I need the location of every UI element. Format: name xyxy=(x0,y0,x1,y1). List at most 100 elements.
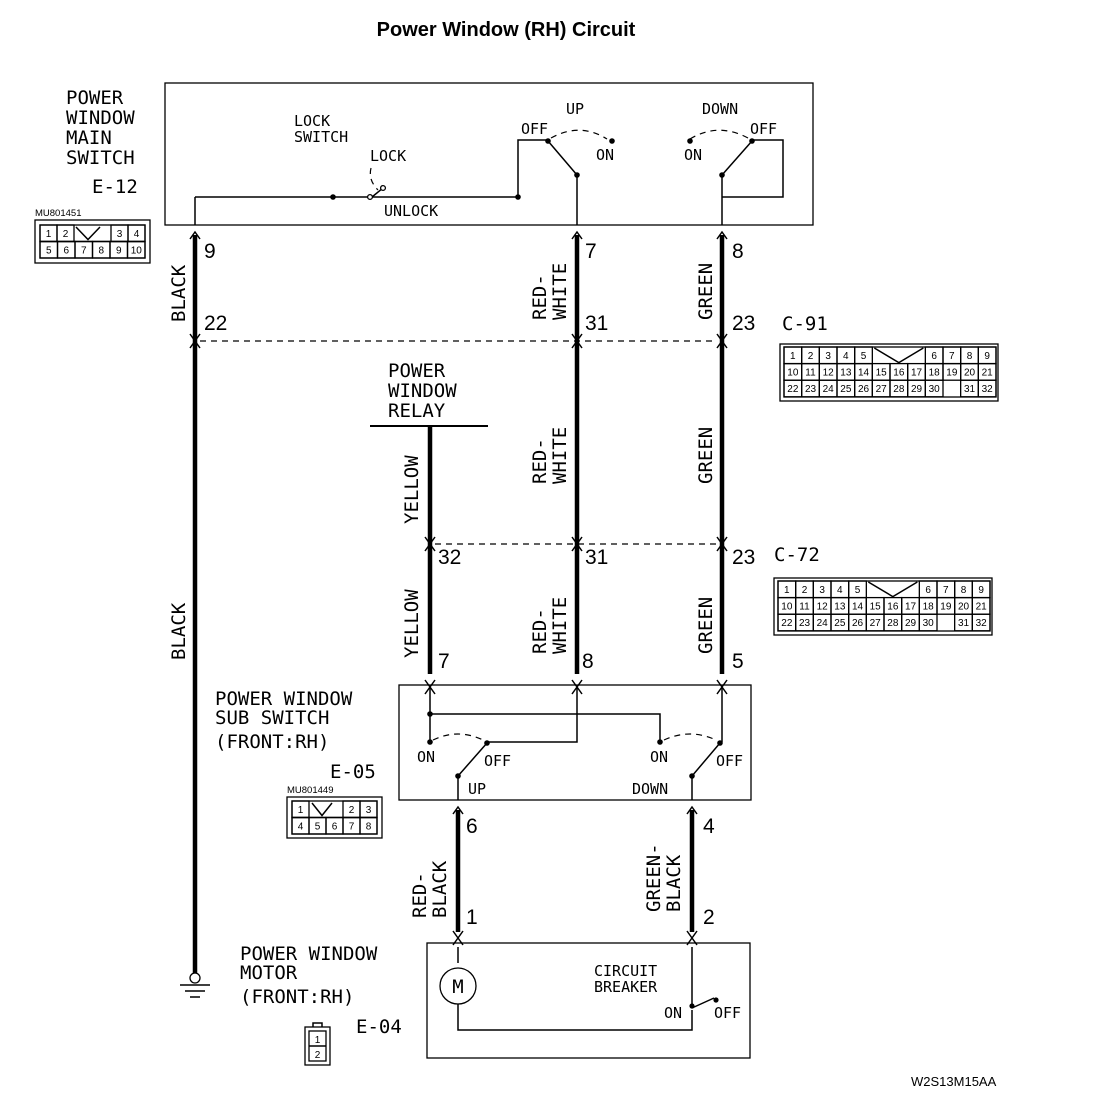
motor-name-line-2: MOTOR xyxy=(240,962,298,984)
main-down-on-label: ON xyxy=(684,146,702,164)
c72-cells-14: 14 xyxy=(852,601,864,612)
c72-cells-29: 29 xyxy=(905,618,917,629)
e12-cell-10: 10 xyxy=(131,245,143,256)
wire-label-red-white-3a: RED- xyxy=(529,608,551,654)
main-switch-name-line-4: SWITCH xyxy=(66,147,135,169)
e12-cell-6: 6 xyxy=(63,245,69,256)
wire-label-red-white-3b: WHITE xyxy=(549,597,571,654)
main-up-label: UP xyxy=(566,100,584,118)
c72-cells-28: 28 xyxy=(887,618,899,629)
c72-cells-9: 9 xyxy=(978,585,984,596)
c91-cells-2: 2 xyxy=(808,351,814,362)
c91-cells-8: 8 xyxy=(967,351,973,362)
c91-cells-9: 9 xyxy=(984,351,990,362)
main-up-off-label: OFF xyxy=(521,120,548,138)
c72-cells-32: 32 xyxy=(976,618,988,629)
c91-cells-25: 25 xyxy=(840,384,852,395)
e05-cell-6: 6 xyxy=(332,821,338,832)
wire-label-red-white-2a: RED- xyxy=(529,438,551,484)
c91-cells-1: 1 xyxy=(790,351,796,362)
motor-name-line-1: POWER WINDOW xyxy=(240,943,378,965)
sub-down-label: DOWN xyxy=(632,780,668,798)
unlock-label: UNLOCK xyxy=(384,202,438,220)
c72-id: C-72 xyxy=(774,544,820,566)
c72-cells-32-frame xyxy=(971,613,991,632)
c91-cells-26: 26 xyxy=(858,384,870,395)
c72-cells-19: 19 xyxy=(940,601,952,612)
power-window-motor: POWER WINDOW MOTOR (FRONT:RH) E-04 M CIR… xyxy=(240,942,751,1066)
c91-cells-11: 11 xyxy=(805,367,816,378)
e12-cell-2: 2 xyxy=(63,229,69,240)
c72-cells-11: 11 xyxy=(799,601,810,612)
c91-cells-15: 15 xyxy=(876,367,888,378)
pin-c91-red-white: 31 xyxy=(585,312,608,335)
sub-on-right-label: ON xyxy=(650,748,668,766)
c91-cells-32-frame xyxy=(977,379,997,398)
main-down-off-label: OFF xyxy=(750,120,777,138)
e05-cell-8: 8 xyxy=(366,821,372,832)
breaker-label-line-2: BREAKER xyxy=(594,978,658,996)
e12-cell-7: 7 xyxy=(81,245,87,256)
c91-cells-30: 30 xyxy=(929,384,941,395)
c91-cells-4: 4 xyxy=(843,351,849,362)
wire-label-green-2: GREEN xyxy=(695,427,717,484)
pin-c72-yellow: 32 xyxy=(438,546,461,569)
wire-label-green-black-b: BLACK xyxy=(663,854,685,912)
c72-cells-20: 20 xyxy=(958,601,970,612)
c91-cells-21: 21 xyxy=(982,367,994,378)
motor-connector-id: E-04 xyxy=(356,1016,402,1038)
c72-cells-5: 5 xyxy=(855,585,861,596)
c72-cells-26: 26 xyxy=(852,618,864,629)
wire-label-red-white-1b: WHITE xyxy=(549,263,571,320)
breaker-on-label: ON xyxy=(664,1004,682,1022)
sub-switch-name-line-3: (FRONT:RH) xyxy=(215,731,329,753)
c91-cells-23: 23 xyxy=(805,384,817,395)
e05-cell-1: 1 xyxy=(298,805,304,816)
c91-cells-31: 31 xyxy=(964,384,976,395)
c72-cells-3: 3 xyxy=(819,585,825,596)
wire-label-red-white-1a: RED- xyxy=(529,274,551,320)
e12-cell-10-frame xyxy=(126,240,146,259)
pin-e04-2: 2 xyxy=(703,906,715,929)
breaker-label-line-1: CIRCUIT xyxy=(594,962,657,980)
main-switch-box xyxy=(164,82,814,226)
wire-label-green-black-a: GREEN- xyxy=(643,843,665,912)
e05-cell-2: 2 xyxy=(349,805,355,816)
lock-switch-label-line-2: SWITCH xyxy=(294,128,348,146)
c72-cells-27: 27 xyxy=(870,618,882,629)
wire-label-black-bottom: BLACK xyxy=(168,602,190,660)
pin-e05-red-white: 8 xyxy=(582,650,594,673)
wire-label-red-white-2b: WHITE xyxy=(549,427,571,484)
relay-name-line-2: WINDOW xyxy=(388,380,457,402)
c72-cells-30: 30 xyxy=(923,618,935,629)
sub-switch-name-line-1: POWER WINDOW xyxy=(215,688,353,710)
motor-symbol: M xyxy=(452,976,463,998)
c72-cells-24: 24 xyxy=(817,618,829,629)
e05-cell-3: 3 xyxy=(366,805,372,816)
sub-on-left-label: ON xyxy=(417,748,435,766)
diagram-title: Power Window (RH) Circuit xyxy=(377,19,636,41)
e12-cell-1: 1 xyxy=(46,229,52,240)
motor-name-line-3: (FRONT:RH) xyxy=(240,986,354,1008)
c91-cells-10: 10 xyxy=(787,367,799,378)
ground-icon xyxy=(180,972,210,998)
c91-cells-18: 18 xyxy=(929,367,941,378)
c72-cells-21: 21 xyxy=(976,601,988,612)
c72-cells-25: 25 xyxy=(834,618,846,629)
pin-e05-green: 5 xyxy=(732,650,744,673)
relay-name-line-1: POWER xyxy=(388,360,446,382)
c72-cells-13: 13 xyxy=(834,601,846,612)
pin-e12-up: 7 xyxy=(585,240,597,263)
c72-cells-16: 16 xyxy=(887,601,899,612)
c91-cells-32: 32 xyxy=(982,384,994,395)
c72-cells-23: 23 xyxy=(799,618,811,629)
breaker-off-label: OFF xyxy=(714,1004,741,1022)
c91-cells-30-frame xyxy=(924,379,944,398)
wire-label-yellow-1: YELLOW xyxy=(401,455,423,524)
motor-conn-cell-2: 2 xyxy=(315,1050,321,1061)
c91-cells-5: 5 xyxy=(861,351,867,362)
pin-e12-black: 9 xyxy=(204,240,216,263)
